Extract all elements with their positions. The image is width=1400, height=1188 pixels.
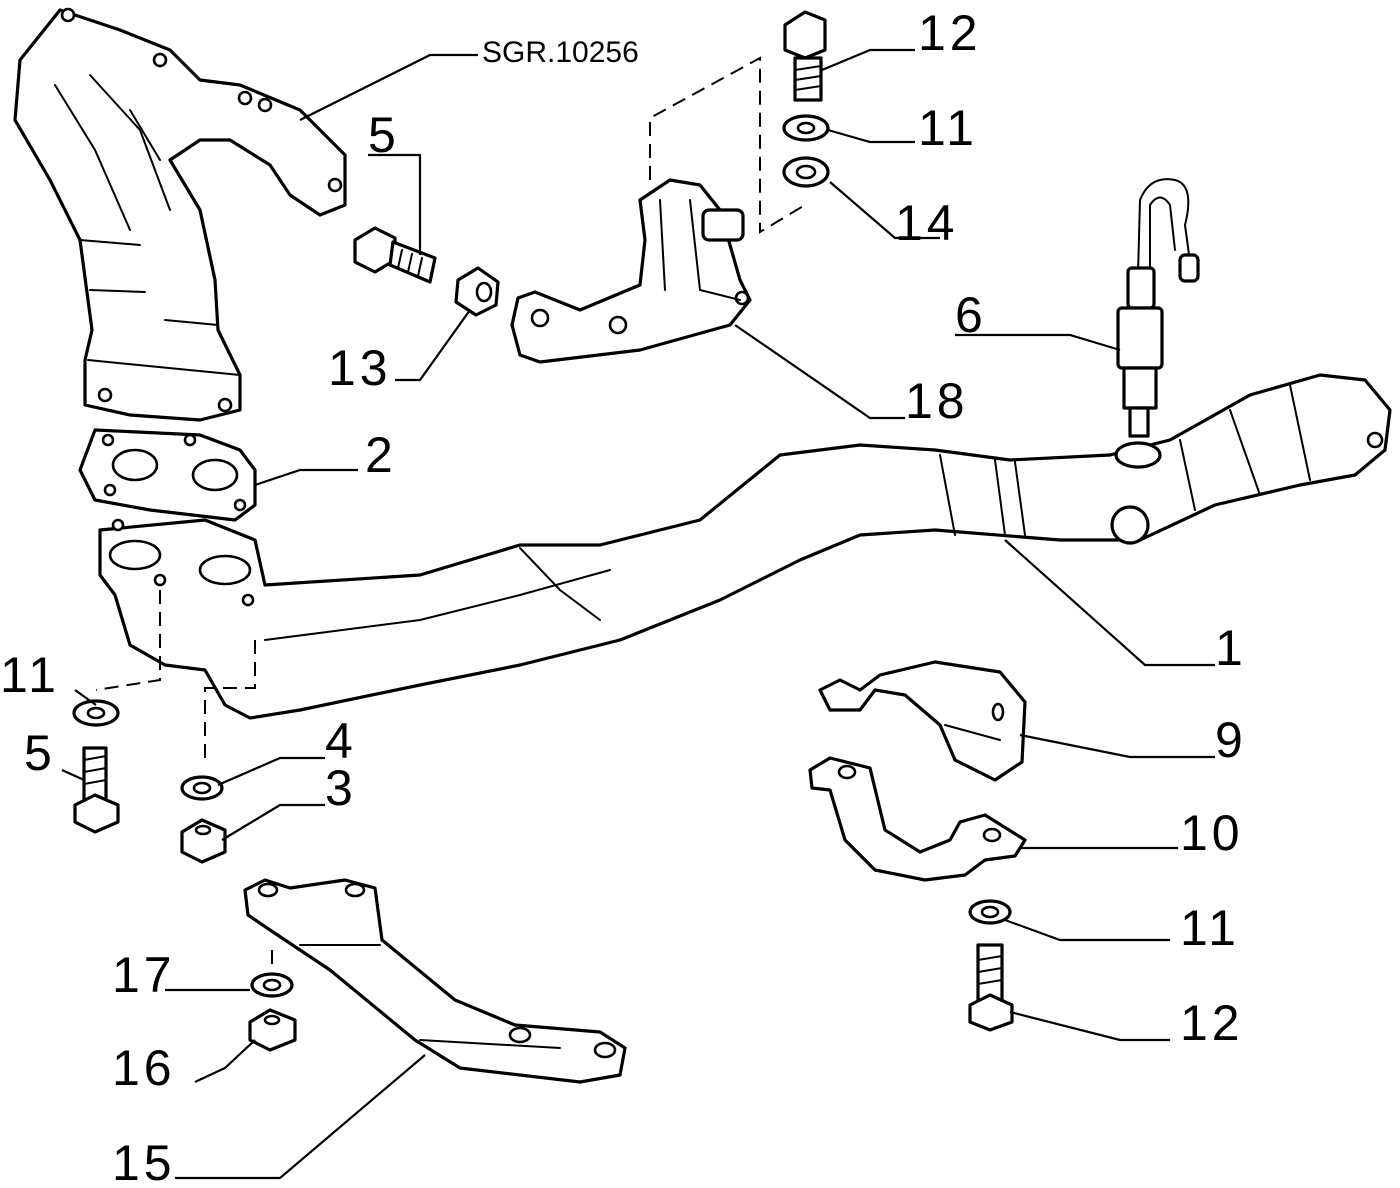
callout-label: 1 [1215,620,1247,676]
manifold-gasket [78,428,257,522]
callout-label: 15 [112,1135,176,1183]
callout-label: 17 [112,947,176,1003]
exhaust-manifold [13,7,347,422]
callout-label: 11 [0,647,60,703]
callout-label: 12 [1180,995,1244,1051]
callout-label: 2 [365,427,397,483]
callout-label: 11 [1180,900,1240,956]
leader-lines [61,48,1215,1180]
callout-label: 14 [895,195,959,251]
callout-label: 5 [24,725,56,781]
callout-label: 3 [325,760,357,816]
callout-label: 6 [955,287,987,343]
bolt-12-top [783,10,827,102]
lambda-sensor [1116,178,1200,438]
lower-support-15 [243,878,627,1084]
front-exhaust-pipe [98,373,1392,720]
clamp-upper-9 [818,660,1027,782]
callout-label: 13 [328,340,392,396]
callout-label: 11 [918,100,978,156]
callout-label: 5 [368,107,400,163]
assembly-lines [95,56,806,972]
nut-16 [248,1008,297,1052]
bolt-5-left [73,746,120,834]
callout-label: 18 [905,373,969,429]
nut-3 [180,818,227,864]
bolt-5-top [353,226,437,284]
bolt-12-right [968,943,1014,1032]
callout-label: 9 [1215,712,1247,768]
spacer-13 [454,266,500,317]
callout-label: 4 [325,713,357,769]
reference-code: SGR.10256 [482,36,639,69]
callout-label: 12 [918,5,982,61]
support-bracket [510,178,752,364]
callout-label: 16 [112,1040,176,1096]
callout-label: 10 [1180,805,1244,861]
